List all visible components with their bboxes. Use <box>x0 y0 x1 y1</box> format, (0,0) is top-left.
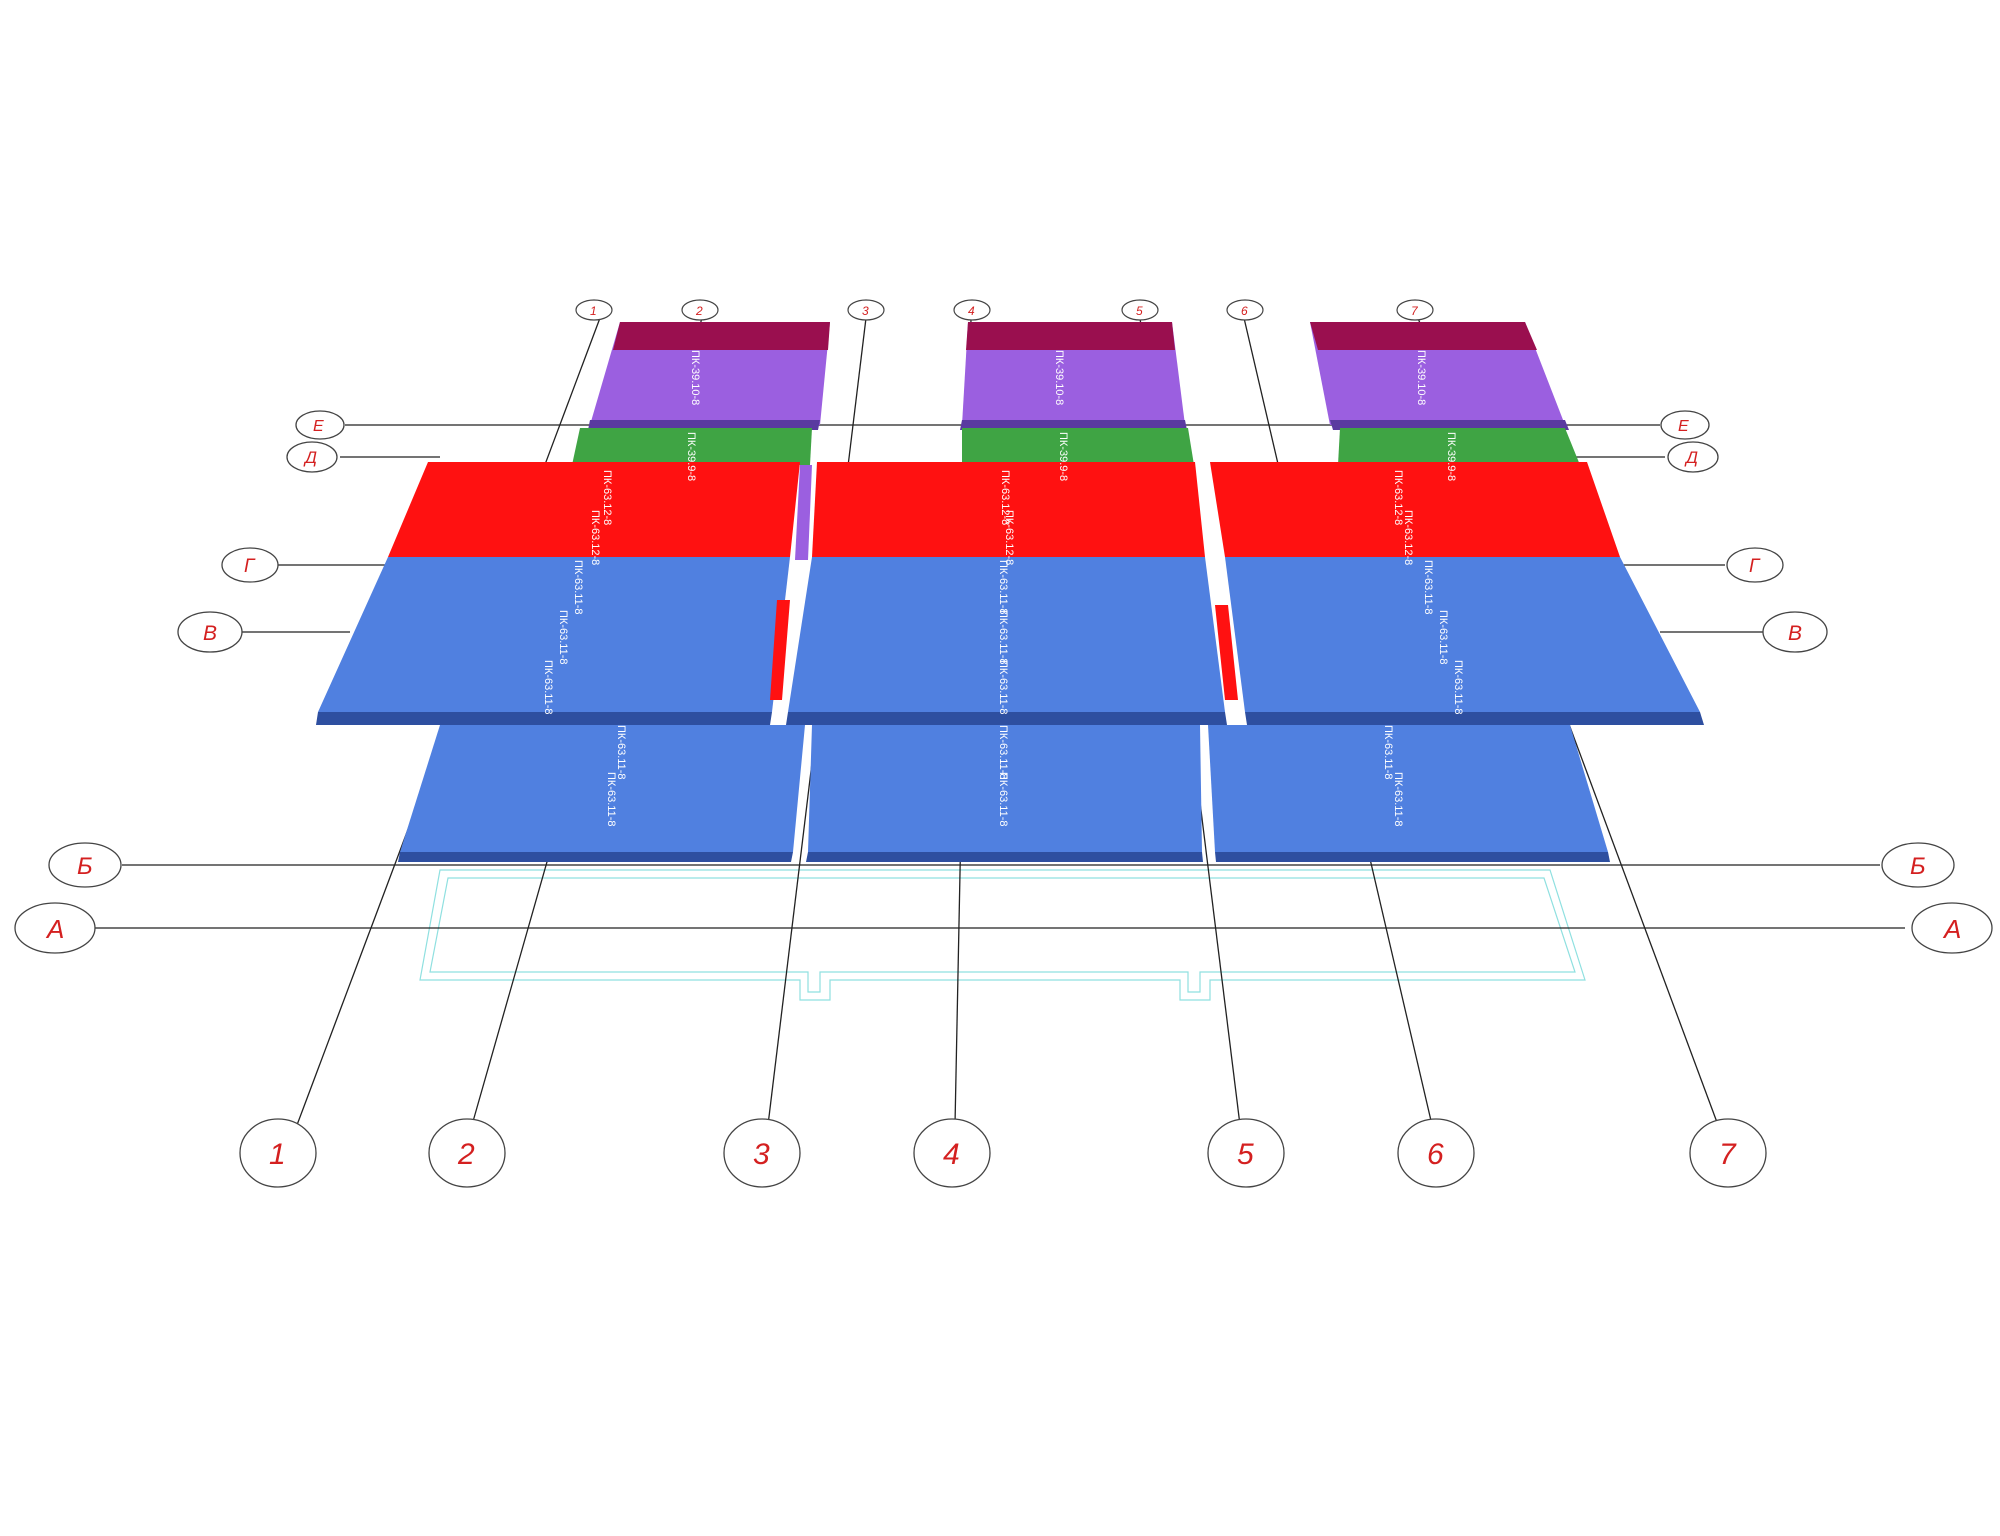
slab-mark-blue: ПК-63.11-8 <box>605 772 617 826</box>
axis-label-b: Б <box>1910 853 1926 880</box>
axis-bubble-a-right <box>1911 902 1993 954</box>
axis-bubble-4-top <box>953 299 991 321</box>
slab-mark-blue: ПК-63.11-8 <box>1392 772 1404 826</box>
axis-bubble-g-left <box>221 547 279 583</box>
slab-mark-green: ПК-39.9-8 <box>1057 432 1069 481</box>
slab-mark-blue: ПК-63.11-8 <box>997 560 1009 614</box>
axis-label-1: 1 <box>269 1138 286 1171</box>
slab-mark-blue: ПК-63.11-8 <box>1452 660 1464 714</box>
slab-mark-purple: ПК-39.10-8 <box>1053 350 1065 405</box>
axis-bubble-e-right <box>1660 410 1710 440</box>
axis-label-4: 4 <box>943 1138 960 1171</box>
axis-label-1: 1 <box>590 304 597 318</box>
slab-mark-blue: ПК-63.11-8 <box>1422 560 1434 614</box>
slab-mark-blue: ПК-63.11-8 <box>1437 610 1449 664</box>
slab-mark-blue: ПК-63.11-8 <box>997 725 1009 779</box>
slab-mark-purple: ПК-39.10-8 <box>1415 350 1427 405</box>
axis-label-a: А <box>45 914 64 944</box>
axis-label-e: Е <box>313 418 324 435</box>
axis-bubble-7-bottom <box>1689 1118 1767 1188</box>
slab-mark-red: ПК-63.12-8 <box>1392 470 1404 525</box>
slab-mark-red: ПК-63.12-8 <box>999 470 1011 525</box>
axis-label-d: Д <box>303 448 317 467</box>
slab-mark-red: ПК-63.12-8 <box>1402 510 1414 565</box>
number-axis-bubbles-top <box>575 299 1434 321</box>
slab-mark-blue: ПК-63.11-8 <box>997 660 1009 714</box>
upper-slabs <box>572 322 1580 465</box>
axis-bubble-v-right <box>1762 611 1828 653</box>
slab-mark-red: ПК-63.12-8 <box>601 470 613 525</box>
blue-slabs-lower <box>398 725 1610 862</box>
slab-mark-blue: ПК-63.11-8 <box>997 772 1009 826</box>
axis-bubble-2-top <box>681 299 719 321</box>
axis-bubble-a-left <box>14 902 96 954</box>
axis-label-2: 2 <box>457 1138 475 1171</box>
axis-bubble-3-top <box>847 299 885 321</box>
axis-bubble-5-top <box>1121 299 1159 321</box>
axis-label-5: 5 <box>1237 1138 1254 1171</box>
axis-bubble-7-top <box>1396 299 1434 321</box>
axis-label-7: 7 <box>1411 304 1419 318</box>
red-slabs <box>388 462 1620 560</box>
slab-mark-green: ПК-39.9-8 <box>1445 432 1457 481</box>
axis-label-5: 5 <box>1136 304 1143 318</box>
axis-label-b: Б <box>77 853 93 880</box>
axis-label-g: Г <box>1749 556 1761 577</box>
blue-slabs-front <box>316 557 1704 725</box>
axis-label-a: А <box>1942 914 1961 944</box>
foundation-outline <box>419 869 1586 1001</box>
axis-bubble-v-left <box>177 611 243 653</box>
axis-label-3: 3 <box>862 304 869 318</box>
axis-bubble-b-right <box>1881 842 1955 888</box>
slab-mark-red: ПК-63.12-8 <box>1003 510 1015 565</box>
axis-bubble-d-left <box>286 441 338 473</box>
axis-bubble-6-bottom <box>1397 1118 1475 1188</box>
letter-axis-bubbles <box>14 410 1993 954</box>
slab-mark-purple: ПК-39.10-8 <box>689 350 701 405</box>
axis-label-g: Г <box>244 556 256 577</box>
axis-label-v: В <box>1788 622 1802 645</box>
slab-mark-blue: ПК-63.11-8 <box>572 560 584 614</box>
axis-label-4: 4 <box>968 304 975 318</box>
slab-mark-blue: ПК-63.11-8 <box>1382 725 1394 779</box>
axis-label-2: 2 <box>695 304 703 318</box>
axis-bubble-b-left <box>48 842 122 888</box>
axis-bubble-5-bottom <box>1207 1118 1285 1188</box>
number-axis-bubbles-bottom <box>239 1118 1767 1188</box>
slab-mark-blue: ПК-63.11-8 <box>615 725 627 779</box>
axis-bubble-6-top <box>1226 299 1264 321</box>
axis-bubble-1-bottom <box>239 1118 317 1188</box>
slab-marks: ПК-39.10-8 ПК-39.10-8 ПК-39.10-8 ПК-39.9… <box>542 350 1464 826</box>
slab-mark-blue: ПК-63.11-8 <box>997 610 1009 664</box>
letter-axis-labels: А А Б Б В В Г Г Д Д Е Е <box>45 418 1961 944</box>
axis-label-d: Д <box>1684 448 1698 467</box>
axis-label-6: 6 <box>1427 1138 1444 1171</box>
slab-mark-green: ПК-39.9-8 <box>685 432 697 481</box>
axis-label-7: 7 <box>1719 1138 1737 1171</box>
axis-bubble-2-bottom <box>428 1118 506 1188</box>
number-axis-labels-top: 1 2 3 4 5 6 7 <box>590 304 1419 318</box>
axis-bubble-g-right <box>1726 547 1784 583</box>
axis-bubble-3-bottom <box>723 1118 801 1188</box>
slab-mark-red: ПК-63.12-8 <box>589 510 601 565</box>
axis-label-6: 6 <box>1241 304 1248 318</box>
axis-bubble-1-top <box>575 299 613 321</box>
axis-label-3: 3 <box>753 1138 770 1171</box>
axis-bubble-e-left <box>295 410 345 440</box>
number-axis-labels-bottom: 1 2 3 4 5 6 7 <box>269 1138 1737 1171</box>
slab-mark-blue: ПК-63.11-8 <box>542 660 554 714</box>
axis-bubble-4-bottom <box>913 1118 991 1188</box>
slab-mark-blue: ПК-63.11-8 <box>557 610 569 664</box>
axis-bubble-d-right <box>1667 441 1719 473</box>
axis-label-v: В <box>203 622 217 645</box>
axis-label-e: Е <box>1678 418 1689 435</box>
